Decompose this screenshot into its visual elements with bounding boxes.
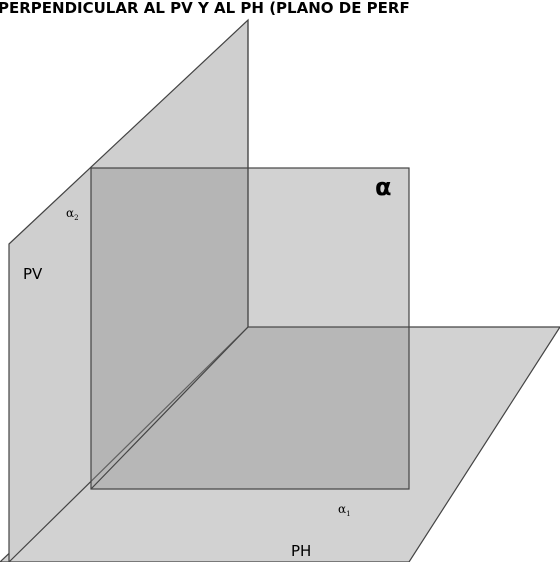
plane-alpha-label: α <box>375 173 392 201</box>
trace-alpha2-label: α2 <box>66 206 79 222</box>
trace-alpha1-label: α1 <box>338 502 351 518</box>
pv-label: PV <box>23 265 43 283</box>
profile-plane-alpha <box>90 167 410 490</box>
pv-ph-intersection-line <box>90 326 249 490</box>
diagram-title: PERPENDICULAR AL PV Y AL PH (PLANO DE PE… <box>0 0 410 17</box>
ph-label: PH <box>291 542 311 560</box>
